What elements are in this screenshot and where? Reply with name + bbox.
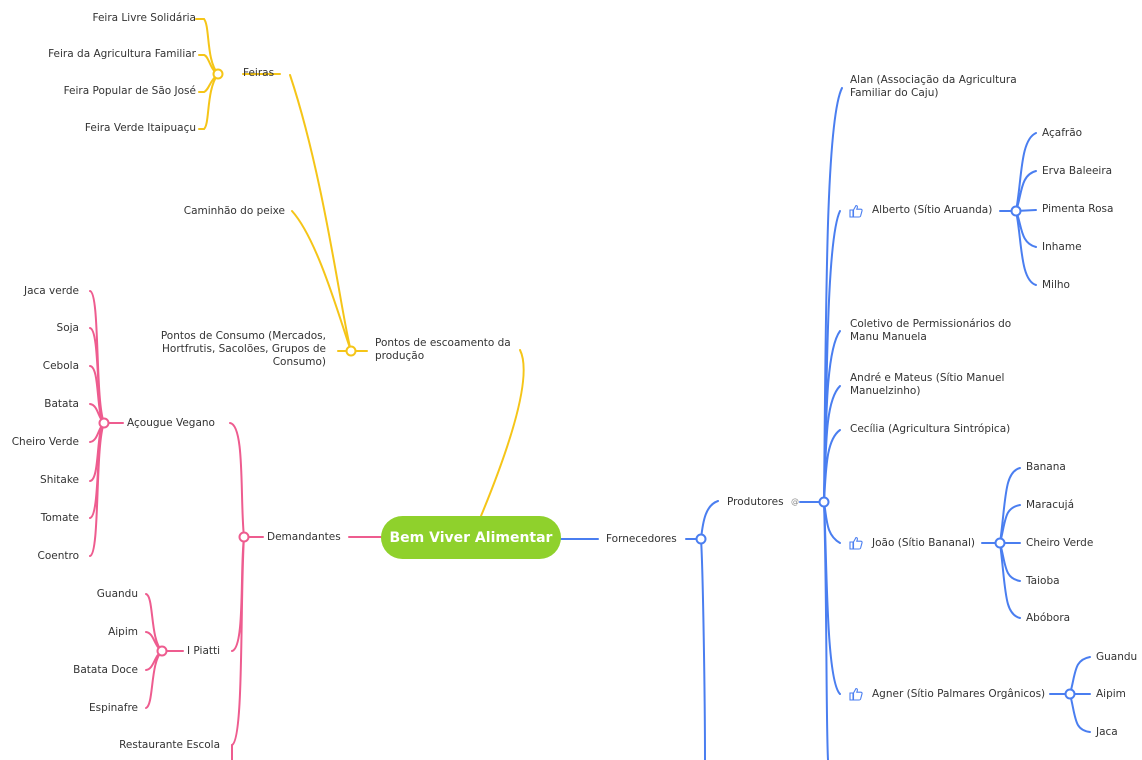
feira-item[interactable]: Feira Livre Solidária bbox=[92, 12, 197, 24]
topic-fornecedores[interactable]: Fornecedores bbox=[606, 533, 677, 545]
joao-item[interactable]: Maracujá bbox=[1026, 499, 1075, 511]
acougue-item[interactable]: Shitake bbox=[40, 474, 79, 486]
produtor-alan[interactable]: Alan (Associação da Agricultura Familiar… bbox=[850, 74, 1017, 99]
agner-item[interactable]: Jaca bbox=[1096, 726, 1118, 738]
demandantes-junction bbox=[238, 531, 250, 543]
yellow-junction bbox=[345, 345, 357, 357]
feira-item[interactable]: Feira Popular de São José bbox=[63, 85, 196, 97]
produtores-junction bbox=[818, 496, 830, 508]
fornecedores-junction bbox=[695, 533, 707, 545]
ipiatti-item[interactable]: Espinafre bbox=[88, 702, 138, 714]
topic-pontos-consumo[interactable]: Pontos de Consumo (Mercados, Hortfrutis,… bbox=[160, 330, 326, 368]
joao-item[interactable]: Banana bbox=[1026, 461, 1066, 473]
acougue-item[interactable]: Soja bbox=[56, 322, 79, 334]
alberto-item[interactable]: Milho bbox=[1042, 279, 1070, 291]
produtor-alberto[interactable]: Alberto (Sítio Aruanda) bbox=[872, 204, 993, 216]
agner-item[interactable]: Guandu bbox=[1096, 651, 1138, 663]
topic-demandantes[interactable]: Demandantes bbox=[267, 531, 341, 543]
thumbs-up-icon bbox=[849, 204, 863, 218]
produtor-joao[interactable]: João (Sítio Bananal) bbox=[872, 537, 976, 549]
thumbs-up-icon bbox=[849, 536, 863, 550]
feira-item[interactable]: Feira da Agricultura Familiar bbox=[48, 48, 196, 60]
alberto-item[interactable]: Açafrão bbox=[1042, 127, 1083, 139]
topic-caminhao-peixe[interactable]: Caminhão do peixe bbox=[183, 205, 285, 217]
acougue-junction bbox=[98, 417, 110, 429]
feira-item[interactable]: Feira Verde Itaipuaçu bbox=[84, 122, 196, 134]
yellow-branch-lines bbox=[195, 18, 525, 517]
topic-feiras[interactable]: Feiras bbox=[243, 67, 275, 79]
produtor-coletivo[interactable]: Coletivo de Permissionários do Manu Manu… bbox=[850, 318, 1012, 343]
joao-item[interactable]: Cheiro Verde bbox=[1026, 537, 1094, 549]
topic-acougue-vegano[interactable]: Açougue Vegano bbox=[127, 417, 215, 429]
ipiatti-junction bbox=[156, 645, 168, 657]
produtor-cecilia[interactable]: Cecília (Agricultura Sintrópica) bbox=[850, 423, 1011, 435]
produtores-badge: @ bbox=[791, 497, 799, 506]
root-topic[interactable]: Bem Viver Alimentar bbox=[381, 516, 561, 559]
ipiatti-item[interactable]: Aipim bbox=[108, 626, 138, 638]
alberto-item[interactable]: Pimenta Rosa bbox=[1042, 203, 1114, 215]
produtor-agner[interactable]: Agner (Sítio Palmares Orgânicos) bbox=[872, 688, 1046, 700]
acougue-item[interactable]: Tomate bbox=[40, 512, 79, 524]
ipiatti-item[interactable]: Guandu bbox=[96, 588, 138, 600]
blue-branch-lines bbox=[560, 87, 1091, 760]
topic-pontos-escoamento[interactable]: Pontos de escoamento da produção bbox=[375, 337, 511, 362]
alberto-junction bbox=[1010, 205, 1022, 217]
alberto-item[interactable]: Erva Baleeira bbox=[1042, 165, 1113, 177]
agner-junction bbox=[1064, 688, 1076, 700]
produtor-andre-mateus[interactable]: André e Mateus (Sítio Manuel Manuelzinho… bbox=[850, 372, 1005, 397]
topic-produtores[interactable]: Produtores bbox=[727, 496, 784, 508]
acougue-item[interactable]: Coentro bbox=[37, 550, 80, 562]
agner-item[interactable]: Aipim bbox=[1096, 688, 1126, 700]
acougue-item[interactable]: Jaca verde bbox=[23, 285, 79, 297]
ipiatti-item[interactable]: Batata Doce bbox=[73, 664, 138, 676]
feiras-junction bbox=[212, 68, 224, 80]
joao-item[interactable]: Abóbora bbox=[1026, 612, 1071, 624]
acougue-item[interactable]: Batata bbox=[44, 398, 79, 410]
thumbs-up-icon bbox=[849, 687, 863, 701]
joao-item[interactable]: Taioba bbox=[1026, 575, 1060, 587]
joao-junction bbox=[994, 537, 1006, 549]
acougue-item[interactable]: Cheiro Verde bbox=[11, 436, 79, 448]
topic-restaurante-escola[interactable]: Restaurante Escola bbox=[119, 739, 220, 751]
alberto-item[interactable]: Inhame bbox=[1042, 241, 1082, 253]
acougue-item[interactable]: Cebola bbox=[42, 360, 79, 372]
topic-i-piatti[interactable]: I Piatti bbox=[187, 645, 221, 657]
